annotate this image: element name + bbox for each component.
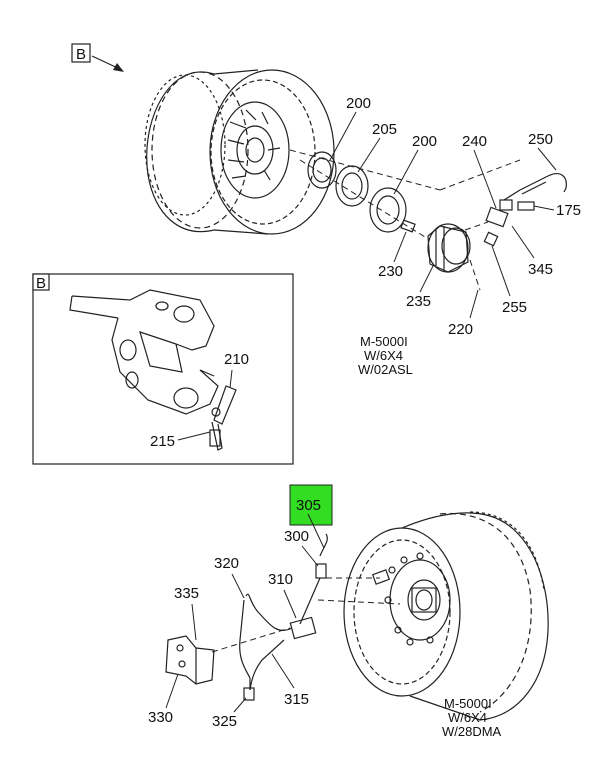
abs-sensor-240 [483, 189, 521, 247]
callout-200-b: 200 [393, 133, 437, 195]
wheel-sensor-210 [209, 385, 237, 451]
svg-text:210: 210 [224, 351, 249, 368]
detail-marker-label: B [36, 275, 46, 292]
svg-text:200: 200 [346, 95, 371, 112]
svg-text:W/28DMA: W/28DMA [442, 724, 502, 739]
gasket-205 [335, 165, 369, 207]
svg-text:240: 240 [462, 133, 487, 150]
svg-text:235: 235 [406, 293, 431, 310]
svg-text:255: 255 [502, 299, 527, 316]
svg-text:320: 320 [214, 555, 239, 572]
svg-text:W/6X4: W/6X4 [448, 710, 487, 725]
callout-315: 315 [271, 653, 309, 708]
callout-215: 215 [150, 431, 211, 450]
svg-text:220: 220 [448, 321, 473, 338]
callout-255: 255 [491, 245, 527, 316]
bracket-330 [165, 635, 215, 685]
svg-text:175: 175 [556, 202, 581, 219]
note-bottom: M-5000I W/6X4 W/28DMA [442, 696, 502, 739]
svg-text:W/6X4: W/6X4 [364, 348, 403, 363]
callout-330: 330 [148, 673, 179, 726]
svg-text:M-5000I: M-5000I [444, 696, 492, 711]
callout-300: 300 [284, 528, 319, 567]
callout-210: 210 [224, 351, 249, 389]
svg-text:300: 300 [284, 528, 309, 545]
connector-175 [517, 201, 535, 211]
seal-ring-200a [307, 151, 337, 189]
plug-230 [400, 219, 416, 233]
callout-230: 230 [378, 231, 407, 280]
svg-text:315: 315 [284, 691, 309, 708]
callout-320: 320 [214, 555, 245, 599]
svg-text:325: 325 [212, 713, 237, 730]
svg-text:250: 250 [528, 131, 553, 148]
svg-text:200: 200 [412, 133, 437, 150]
callout-335: 335 [174, 585, 199, 641]
callout-200-a: 200 [329, 95, 371, 161]
sensor-bottom [239, 533, 328, 701]
bottom-wheel [343, 511, 549, 721]
note-top: M-5000I W/6X4 W/02ASL [358, 334, 413, 377]
callout-305-highlight: 305 [289, 484, 333, 549]
svg-text:230: 230 [378, 263, 403, 280]
top-wheel [144, 69, 335, 235]
callout-240: 240 [462, 133, 497, 209]
callout-345: 345 [511, 225, 553, 278]
svg-text:330: 330 [148, 709, 173, 726]
svg-text:305: 305 [296, 497, 321, 514]
callout-325: 325 [212, 697, 247, 730]
callout-310: 310 [268, 571, 297, 619]
detail-box-b: B 210 215 [32, 273, 294, 465]
callout-205: 205 [357, 121, 397, 173]
hub-cap-235 [427, 223, 471, 273]
assembly-lines-top [289, 149, 521, 291]
svg-text:345: 345 [528, 261, 553, 278]
svg-text:W/02ASL: W/02ASL [358, 362, 413, 377]
steering-knuckle [69, 289, 219, 415]
svg-text:M-5000I: M-5000I [360, 334, 408, 349]
view-marker-top: B [71, 43, 124, 72]
svg-text:335: 335 [174, 585, 199, 602]
view-marker-label: B [76, 46, 86, 63]
svg-text:205: 205 [372, 121, 397, 138]
callout-235: 235 [406, 263, 435, 310]
assembly-lines-bottom [211, 577, 401, 653]
callout-175: 175 [533, 202, 581, 219]
svg-text:310: 310 [268, 571, 293, 588]
callout-250: 250 [528, 131, 557, 171]
svg-text:215: 215 [150, 433, 175, 450]
cable-250 [519, 173, 567, 195]
seal-ring-200b [369, 187, 407, 233]
callout-220: 220 [448, 289, 479, 338]
